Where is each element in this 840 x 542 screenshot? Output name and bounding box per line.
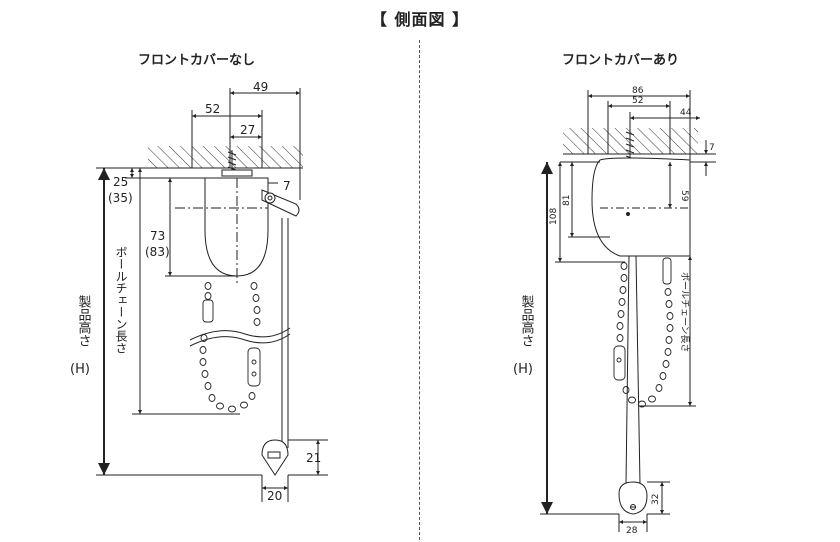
- left-ball-chain: [199, 282, 261, 413]
- left-height-symbol: (H): [70, 362, 90, 377]
- page-title: 【 側面図 】: [370, 10, 470, 29]
- left-chain-length-label: ボールチェーン長さ: [114, 246, 128, 354]
- right-weight: [618, 481, 648, 515]
- right-dim-44: 44: [680, 108, 692, 118]
- left-dim-25: 25: [113, 175, 128, 189]
- right-dim-81: 81: [562, 195, 572, 206]
- left-break-line: [189, 327, 291, 341]
- right-height-label: 製品高さ: [519, 295, 535, 347]
- left-dim-52: 52: [205, 102, 220, 116]
- right-height-symbol: (H): [513, 362, 533, 377]
- left-dim-73: 73: [150, 229, 165, 243]
- right-view: [540, 90, 716, 532]
- right-dim-7: 7: [709, 143, 715, 153]
- view-divider: [419, 40, 420, 540]
- left-view-title: フロントカバーなし: [138, 53, 256, 68]
- left-dim-49: 49: [253, 80, 268, 94]
- left-dim-20: 20: [267, 489, 282, 503]
- right-ball-chain: [613, 257, 674, 408]
- right-dim-108: 108: [549, 208, 559, 225]
- right-dim-59: 59: [679, 190, 689, 202]
- left-dim-35: (35): [108, 191, 133, 205]
- right-housing: [591, 157, 691, 257]
- right-dim-86: 86: [632, 86, 644, 96]
- left-bracket: [221, 169, 253, 177]
- right-screw: [625, 128, 635, 162]
- right-dim-28: 28: [626, 526, 638, 536]
- right-dim-32: 32: [651, 494, 661, 505]
- left-dim-27: 27: [240, 123, 255, 137]
- left-view: [96, 88, 328, 502]
- left-dim-7: 7: [283, 179, 291, 193]
- right-chain-length-label: ボールチェーン長さ: [679, 272, 690, 353]
- left-screw: [227, 150, 237, 172]
- right-view-title: フロントカバーあり: [562, 53, 680, 68]
- left-height-label: 製品高さ: [76, 295, 92, 347]
- right-dim-52: 52: [632, 96, 643, 106]
- left-dim-83: (83): [145, 245, 170, 259]
- left-dim-21: 21: [306, 451, 321, 465]
- left-ceiling: [148, 146, 303, 168]
